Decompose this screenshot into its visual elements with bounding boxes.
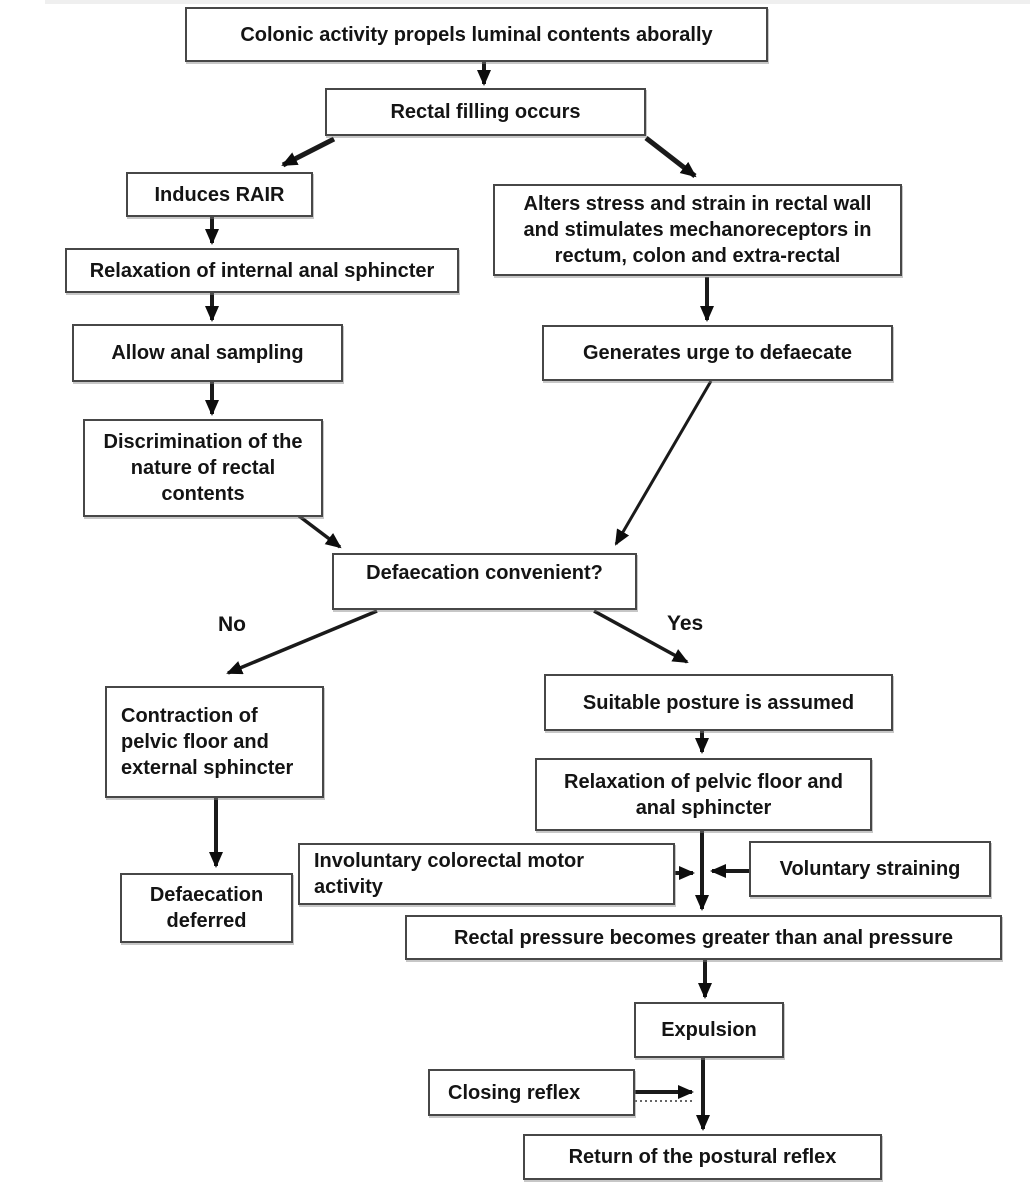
edge-discrimination-to-convenient <box>297 514 342 549</box>
branch-label-no: No <box>218 613 246 636</box>
node-closing-reflex: Closing reflex <box>428 1069 635 1116</box>
node-return-postural: Return of the postural reflex <box>523 1134 882 1180</box>
scan-edge-artifact <box>45 0 1030 4</box>
node-suitable-posture: Suitable posture is assumed <box>544 674 893 731</box>
edge-convenient-to-suitable-posture-yes <box>593 609 689 664</box>
node-generates-urge: Generates urge to defaecate <box>542 325 893 381</box>
node-allow-sampling: Allow anal sampling <box>72 324 343 382</box>
edge-rectal-filling-to-induces-rair <box>281 136 336 168</box>
node-defaecation-convenient: Defaecation convenient? <box>332 553 637 610</box>
node-voluntary-straining: Voluntary straining <box>749 841 991 897</box>
edge-convenient-to-contraction-no <box>226 609 378 675</box>
node-colonic-activity: Colonic activity propels luminal content… <box>185 7 768 62</box>
node-expulsion: Expulsion <box>634 1002 784 1058</box>
node-discrimination: Discrimination of the nature of rectal c… <box>83 419 323 517</box>
branch-label-yes: Yes <box>667 612 704 635</box>
node-alters-stress: Alters stress and strain in rectal wall … <box>493 184 902 276</box>
node-rectal-pressure: Rectal pressure becomes greater than ana… <box>405 915 1002 960</box>
node-relaxation-internal: Relaxation of internal anal sphincter <box>65 248 459 293</box>
node-contraction: Contraction of pelvic floor and external… <box>105 686 324 798</box>
node-involuntary-motor: Involuntary colorectal motor activity <box>298 843 675 905</box>
edge-rectal-filling-to-alters-stress <box>644 136 697 178</box>
edge-generates-urge-to-convenient <box>614 380 713 546</box>
node-relaxation-pelvic: Relaxation of pelvic floor and anal sphi… <box>535 758 872 831</box>
node-induces-rair: Induces RAIR <box>126 172 313 217</box>
node-defaecation-deferred: Defaecation deferred <box>120 873 293 943</box>
node-rectal-filling: Rectal filling occurs <box>325 88 646 136</box>
